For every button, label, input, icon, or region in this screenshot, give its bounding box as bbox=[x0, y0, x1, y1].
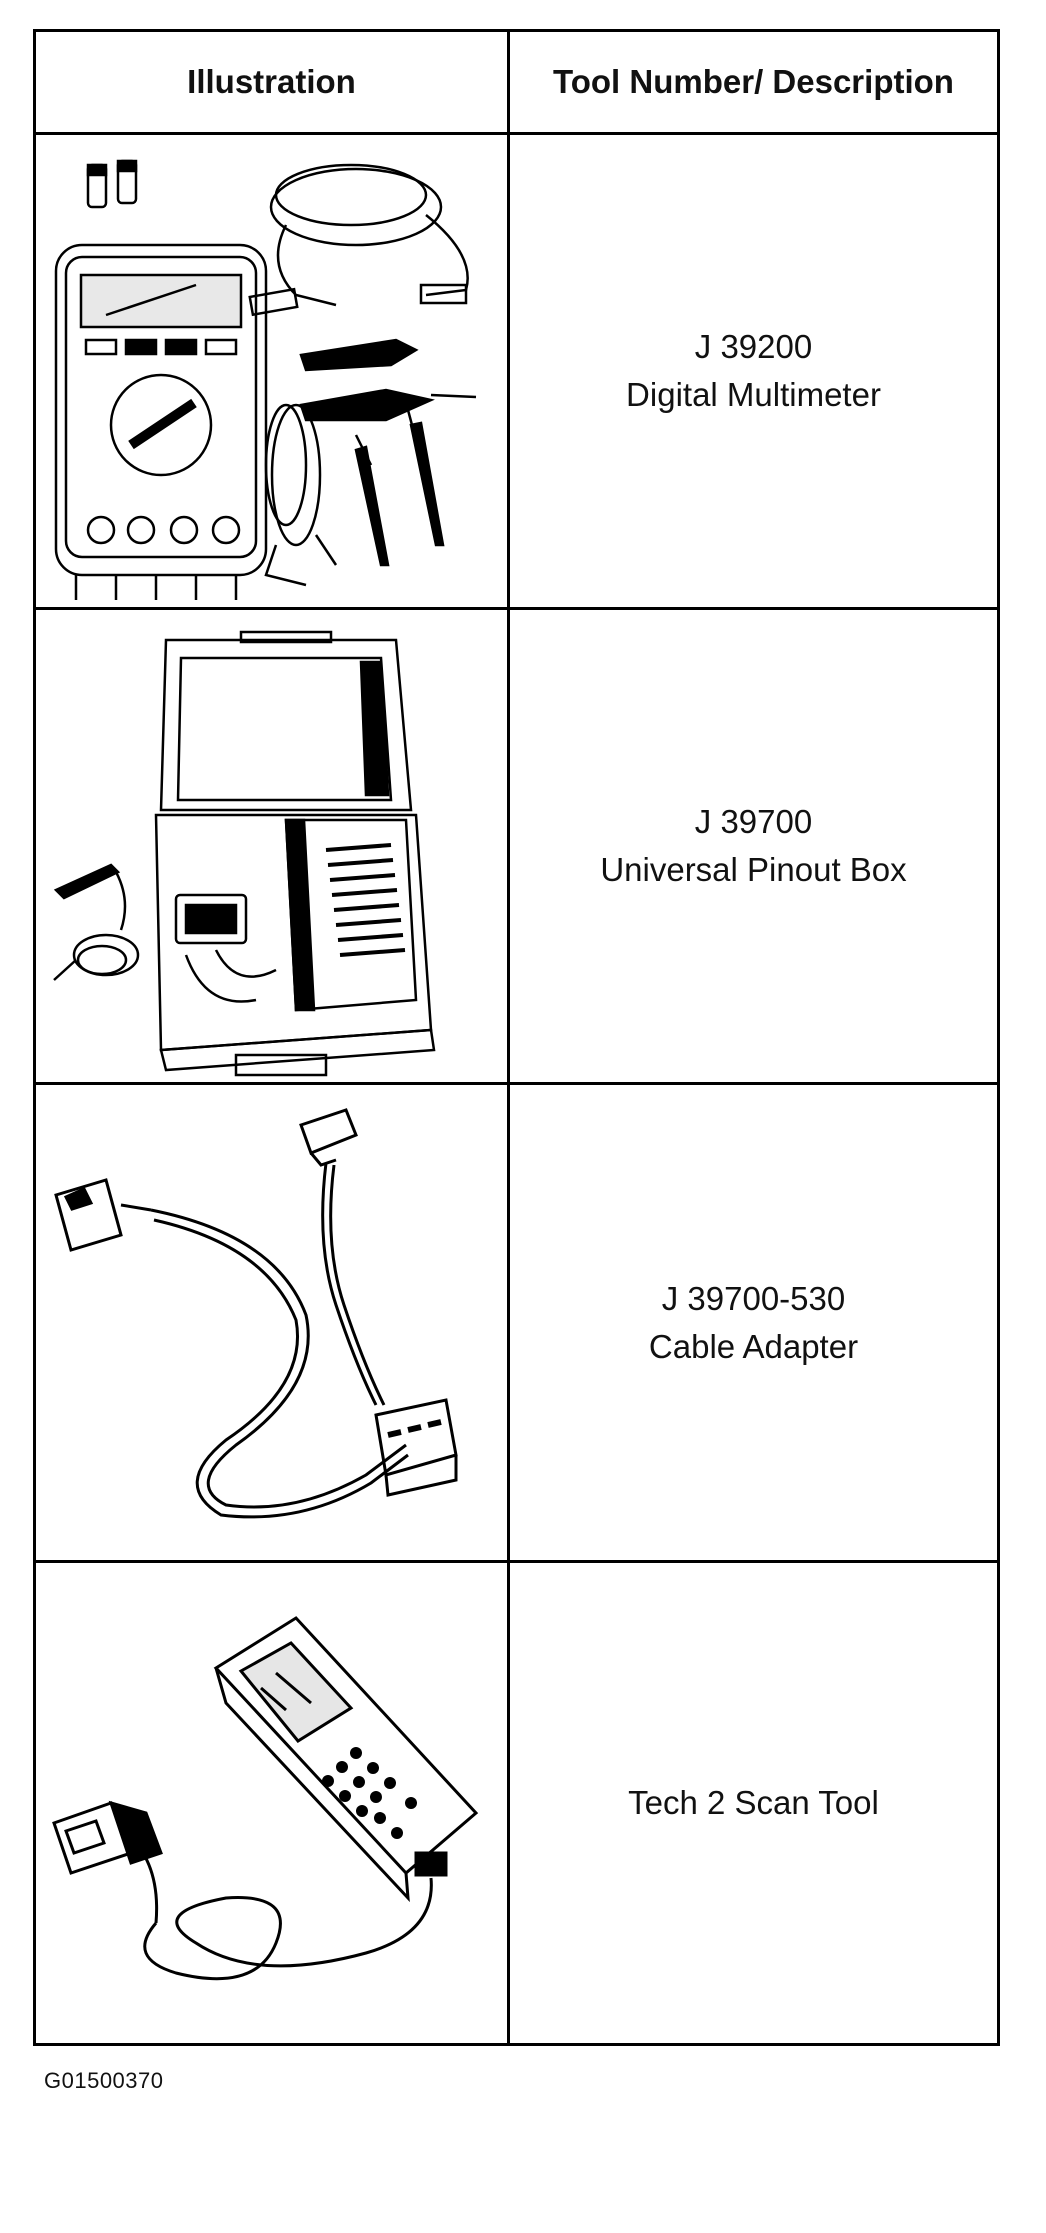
table-row: J 39200 Digital Multimeter bbox=[36, 135, 997, 610]
table-row: J 39700 Universal Pinout Box bbox=[36, 610, 997, 1085]
figure-code: G01500370 bbox=[44, 2068, 164, 2093]
tools-table: Illustration Tool Number/ Description bbox=[33, 29, 1000, 2046]
description-cell: Tech 2 Scan Tool bbox=[510, 1563, 997, 2043]
illustration-cell bbox=[36, 1563, 507, 2043]
tool-number: J 39700-530 bbox=[661, 1279, 846, 1317]
header-illustration: Illustration bbox=[187, 63, 356, 100]
illustration-cell bbox=[36, 1085, 507, 1560]
tool-number: J 39700 bbox=[694, 803, 813, 840]
illustration-cell bbox=[36, 610, 507, 1082]
description-cell: J 39700 Universal Pinout Box bbox=[510, 610, 997, 1082]
multimeter-icon bbox=[54, 159, 477, 600]
column-divider bbox=[507, 32, 510, 2043]
header-tool-number-description: Tool Number/ Description bbox=[553, 63, 954, 100]
table-row: J 39700-530 Cable Adapter bbox=[36, 1085, 997, 1563]
tool-description: Universal Pinout Box bbox=[600, 851, 907, 888]
table-row: Tech 2 Scan Tool bbox=[36, 1563, 997, 2043]
description-cell: J 39200 Digital Multimeter bbox=[510, 135, 997, 607]
tool-description: Tech 2 Scan Tool bbox=[628, 1784, 879, 1821]
cable-adapter-icon bbox=[54, 1108, 458, 1519]
table-header: Illustration Tool Number/ Description bbox=[36, 32, 997, 135]
pinout-box-icon bbox=[53, 630, 436, 1077]
description-cell: J 39700-530 Cable Adapter bbox=[510, 1085, 997, 1560]
illustration-cell bbox=[36, 135, 507, 607]
tool-number: J 39200 bbox=[694, 328, 813, 365]
tool-description: Cable Adapter bbox=[648, 1327, 859, 1365]
tool-description: Digital Multimeter bbox=[626, 376, 881, 413]
scan-tool-icon bbox=[52, 1616, 479, 1981]
